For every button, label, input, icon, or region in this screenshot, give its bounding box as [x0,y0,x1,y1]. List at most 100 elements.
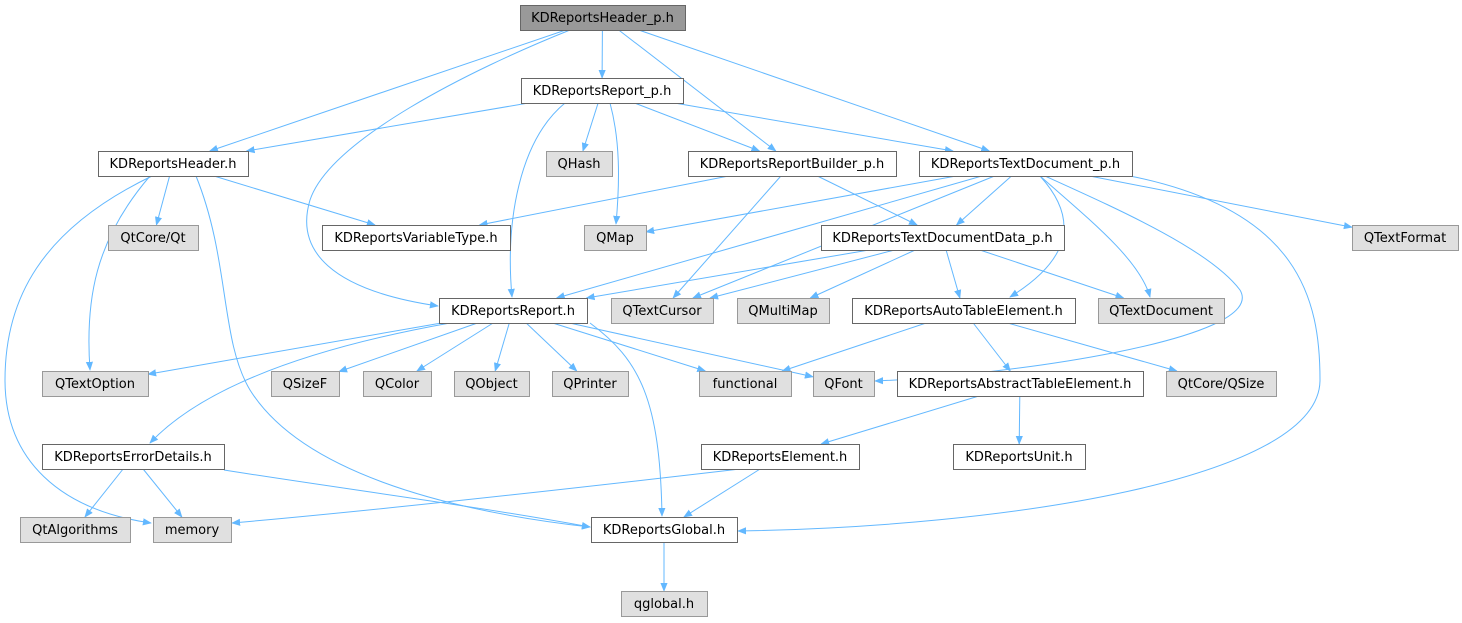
node-KDReportsTextDocument_p_h[interactable]: KDReportsTextDocument_p.h [919,151,1133,177]
node-KDReportsAbstractTableElement_h[interactable]: KDReportsAbstractTableElement.h [897,371,1144,397]
edge-KDReportsHeader_h-to-QTextOption [85,175,151,371]
node-KDReportsHeader_p_h[interactable]: KDReportsHeader_p.h [520,5,686,31]
node-QMap: QMap [584,225,647,251]
node-functional: functional [699,371,792,397]
node-label: QTextDocument [1109,304,1213,319]
node-label: QColor [375,377,420,392]
node-label: KDReportsUnit.h [965,450,1072,465]
edge-KDReportsReportBuilder_p_h-to-KDReportsVariableType_h [478,175,729,227]
edge-KDReportsReport_h-to-QTextOption [147,322,442,377]
node-label: QtCore/QSize [1178,377,1265,392]
edge-KDReportsReport_h-to-KDReportsGlobal_h [589,322,666,517]
edge-KDReportsTextDocumentData_p_h-to-KDReportsAutoTableElement_h [945,249,962,299]
edge-KDReportsReport_h-to-functional [552,322,707,373]
edge-KDReportsAbstractTableElement_h-to-KDReportsUnit_h [1015,395,1023,445]
edge-KDReportsErrorDetails_h-to-memory [142,468,183,518]
node-KDReportsGlobal_h[interactable]: KDReportsGlobal.h [591,517,738,543]
edge-KDReportsTextDocumentData_p_h-to-QMultiMap [809,249,916,299]
node-QTextCursor: QTextCursor [611,298,714,324]
node-box [737,298,830,324]
node-box [322,225,511,251]
node-KDReportsReport_h[interactable]: KDReportsReport.h [439,298,588,324]
node-KDReportsAutoTableElement_h[interactable]: KDReportsAutoTableElement.h [852,298,1076,324]
node-label: KDReportsHeader.h [110,157,237,172]
node-label: QtAlgorithms [32,523,118,538]
edge-KDReportsReportBuilder_p_h-to-KDReportsTextDocumentData_p_h [817,175,918,226]
node-label: KDReportsTextDocument_p.h [931,157,1120,172]
node-label: KDReportsGlobal.h [603,523,725,538]
node-label: KDReportsAutoTableElement.h [864,304,1062,319]
edge-KDReportsHeader_h-to-memory [4,175,153,526]
node-KDReportsHeader_h[interactable]: KDReportsHeader.h [98,151,249,177]
node-box [546,151,613,177]
node-QFont: QFont [813,371,875,397]
edge-KDReportsReport_p_h-to-KDReportsReportBuilder_p_h [634,102,761,152]
node-label: QSizeF [283,377,327,392]
node-label: QTextOption [55,377,135,392]
node-label: KDReportsErrorDetails.h [54,450,212,465]
edge-KDReportsReport_p_h-to-KDReportsReport_h [507,102,566,298]
node-box [688,151,897,177]
edge-KDReportsHeader_h-to-QtCore_Qt [155,175,171,226]
node-label: memory [165,523,220,538]
node-box [98,151,249,177]
node-label: QFont [824,377,863,392]
edge-KDReportsErrorDetails_h-to-KDReportsGlobal_h [223,469,591,530]
edge-KDReportsAutoTableElement_h-to-KDReportsAbstractTableElement_h [972,322,1011,372]
node-box [153,517,232,543]
node-label: KDReportsElement.h [713,450,848,465]
node-KDReportsReportBuilder_p_h[interactable]: KDReportsReportBuilder_p.h [688,151,897,177]
node-QTextFormat: QTextFormat [1352,225,1459,251]
node-box [919,151,1133,177]
edge-KDReportsTextDocument_p_h-to-QFont [874,175,1243,385]
edge-KDReportsTextDocument_p_h-to-QTextDocument [1039,175,1152,298]
edge-KDReportsTextDocumentData_p_h-to-KDReportsReport_h [585,249,870,301]
edge-KDReportsReport_p_h-to-QMap [609,102,621,225]
edge-KDReportsHeader_p_h-to-KDReportsReportBuilder_p_h [618,29,777,152]
node-box [1352,225,1459,251]
node-QtCore_Qt: QtCore/Qt [108,225,199,251]
edge-KDReportsReport_p_h-to-QHash [581,102,599,152]
node-KDReportsErrorDetails_h[interactable]: KDReportsErrorDetails.h [42,444,225,470]
node-KDReportsElement_h[interactable]: KDReportsElement.h [701,444,860,470]
edge-KDReportsTextDocument_p_h-to-KDReportsGlobal_h [737,175,1321,535]
node-box [813,371,875,397]
node-box [363,371,432,397]
node-QObject: QObject [454,371,530,397]
node-box [852,298,1076,324]
edge-KDReportsHeader_p_h-to-KDReportsTextDocument_p_h [638,29,991,152]
edge-KDReportsElement_h-to-memory [231,468,741,526]
node-box [520,5,686,31]
node-label: QPrinter [563,377,617,392]
edge-KDReportsTextDocument_p_h-to-QTextFormat [1089,175,1353,230]
node-QtAlgorithms: QtAlgorithms [20,517,131,543]
node-box [897,371,1144,397]
edge-KDReportsHeader_h-to-KDReportsVariableType_h [213,175,376,227]
node-box [1098,298,1225,324]
node-box [953,444,1086,470]
node-label: QObject [465,377,518,392]
node-box [42,371,149,397]
edge-KDReportsReport_h-to-QObject [494,322,510,372]
node-label: QHash [558,157,601,172]
node-QTextDocument: QTextDocument [1098,298,1225,324]
node-box [42,444,225,470]
node-QtCore_QSize: QtCore/QSize [1166,371,1277,397]
node-KDReportsReport_p_h[interactable]: KDReportsReport_p.h [521,78,684,104]
edge-KDReportsReport_p_h-to-KDReportsTextDocument_p_h [674,102,954,154]
node-KDReportsUnit_h[interactable]: KDReportsUnit.h [953,444,1086,470]
node-QColor: QColor [363,371,432,397]
node-box [621,591,708,617]
node-KDReportsVariableType_h[interactable]: KDReportsVariableType.h [322,225,511,251]
node-box [521,78,684,104]
node-box [552,371,629,397]
node-memory: memory [153,517,232,543]
node-label: KDReportsReport_p.h [533,84,672,99]
edge-KDReportsHeader_p_h-to-KDReportsHeader_h [208,29,566,152]
node-QTextOption: QTextOption [42,371,149,397]
node-KDReportsTextDocumentData_p_h[interactable]: KDReportsTextDocumentData_p.h [821,225,1065,251]
edge-KDReportsTextDocument_p_h-to-KDReportsTextDocumentData_p_h [955,175,1012,226]
node-label: QTextFormat [1364,231,1446,246]
edge-KDReportsReport_h-to-KDReportsErrorDetails_h [149,322,451,444]
